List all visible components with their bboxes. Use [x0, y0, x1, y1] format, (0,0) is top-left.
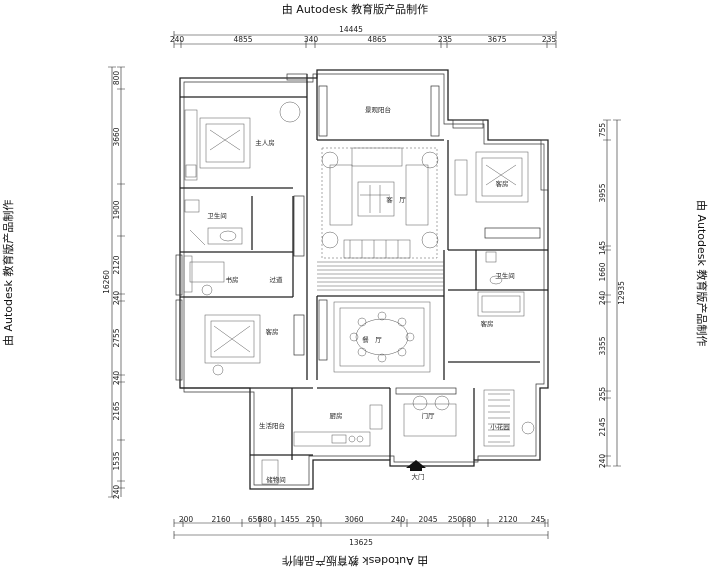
dim-right-seg: 3355 [598, 336, 607, 355]
dim-right-seg: 255 [598, 387, 607, 402]
label-service-balcony: 生活阳台 [259, 421, 285, 430]
dim-right-seg: 2145 [598, 417, 607, 436]
guest-room-w-furniture [204, 314, 261, 376]
dim-left-seg: 240 [112, 371, 121, 386]
dim-top-seg: 4855 [233, 35, 252, 44]
dim-bottom-seg: 200 [179, 515, 194, 524]
label-storage: 储物间 [266, 475, 286, 484]
bathroom-e-fixtures [477, 251, 525, 317]
kitchen-fixtures [293, 404, 383, 447]
dim-left-seg: 2120 [112, 255, 121, 274]
room-labels: 主人房 景观阳台 客 厅 客房 卫生间 卫生间 书房 过道 餐 厅 客房 客房 … [207, 105, 515, 484]
walls [179, 69, 549, 490]
label-dining-room: 餐 厅 [362, 335, 382, 344]
dim-left-seg: 1900 [112, 200, 121, 219]
dimension-lines [108, 31, 621, 539]
dim-left-seg: 2755 [112, 328, 121, 347]
label-bathroom-e: 卫生间 [495, 271, 515, 280]
dim-right-total: 12935 [617, 281, 626, 305]
label-foyer: 门厅 [422, 411, 436, 420]
dim-right-seg: 240 [598, 454, 607, 469]
dim-left-seg: 800 [112, 71, 121, 86]
dim-bottom-seg: 2045 [418, 515, 437, 524]
dim-bottom-seg: 1455 [280, 515, 299, 524]
dim-top-seg: 235 [438, 35, 453, 44]
label-bathroom-w: 卫生间 [207, 211, 227, 220]
label-guest-room-e: 客房 [481, 319, 494, 328]
label-garden: 小花园 [490, 422, 510, 431]
dim-top-seg: 340 [304, 35, 319, 44]
dim-right-seg: 3955 [598, 183, 607, 202]
label-scenic-balcony: 景观阳台 [365, 105, 391, 114]
dim-right-seg: 145 [598, 241, 607, 256]
dim-left-seg: 2165 [112, 401, 121, 420]
dim-bottom-seg: 3060 [344, 515, 363, 524]
dim-left-seg: 240 [112, 485, 121, 500]
dim-bottom-total: 13625 [349, 538, 373, 547]
dimension-text: 14445 240 4855 340 4865 235 3675 235 136… [102, 25, 626, 547]
label-corridor: 过道 [270, 275, 284, 284]
label-master-bedroom: 主人房 [255, 138, 275, 147]
dim-right-seg: 240 [598, 291, 607, 306]
dim-top-seg: 235 [542, 35, 557, 44]
study-furniture [183, 255, 225, 296]
dim-bottom-seg: 680 [462, 515, 477, 524]
dim-left-seg: 240 [112, 291, 121, 306]
guest-room-ne-furniture [454, 151, 529, 203]
dim-bottom-seg: 250 [306, 515, 321, 524]
label-guest-room-w: 客房 [266, 327, 279, 336]
master-bedroom-furniture [184, 101, 301, 181]
dim-top-seg: 4865 [367, 35, 386, 44]
foyer-garden-fixtures [403, 389, 535, 447]
living-room-furniture [321, 147, 439, 259]
label-guest-room-ne: 客房 [496, 179, 509, 188]
label-living-room: 客 厅 [386, 195, 406, 204]
entrance-arrow-icon [406, 460, 426, 471]
dim-bottom-seg: 240 [391, 515, 406, 524]
dim-top-seg: 3675 [487, 35, 506, 44]
dim-left-seg: 3660 [112, 127, 121, 146]
windows [175, 73, 549, 395]
dim-bottom-seg: 580 [258, 515, 273, 524]
watermark-top: 由 Autodesk 教育版产品制作 [281, 3, 429, 16]
dining-furniture [333, 301, 431, 373]
label-kitchen: 厨房 [330, 411, 343, 420]
dim-bottom-seg: 650 [248, 515, 263, 524]
dim-top-total: 14445 [339, 25, 363, 34]
dim-left-total: 16260 [102, 270, 111, 294]
label-study: 书房 [226, 275, 239, 284]
dim-top-seg: 240 [170, 35, 185, 44]
dim-bottom-seg: 245 [531, 515, 546, 524]
dim-right-seg: 1660 [598, 262, 607, 281]
dim-bottom-seg: 2160 [211, 515, 230, 524]
dim-right-seg: 755 [598, 123, 607, 138]
dim-bottom-seg: 2120 [498, 515, 517, 524]
bathroom-w-fixtures [184, 199, 243, 246]
dim-bottom-seg: 250 [448, 515, 463, 524]
dim-left-seg: 1535 [112, 451, 121, 470]
stairs [317, 261, 444, 291]
label-entrance: 大门 [412, 472, 425, 481]
storage-fixtures [261, 459, 279, 485]
